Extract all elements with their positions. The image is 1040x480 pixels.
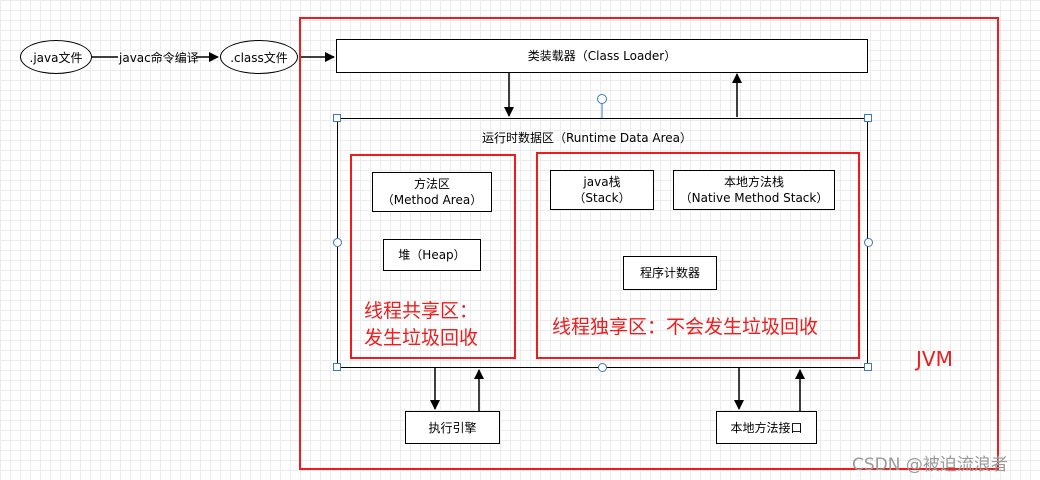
resize-handle-bottom-right[interactable] — [864, 363, 872, 371]
resize-handle-top-right[interactable] — [864, 114, 872, 122]
native-interface-box[interactable]: 本地方法接口 — [716, 411, 817, 444]
watermark: CSDN @被迫流浪者 — [852, 455, 1008, 475]
execution-engine-box[interactable]: 执行引擎 — [405, 411, 500, 444]
thread-shared-line2: 发生垃圾回收 — [364, 327, 479, 349]
native-method-stack-sublabel: （Native Method Stack） — [679, 191, 829, 205]
java-stack-label: java栈 — [583, 175, 621, 189]
java-stack-box[interactable]: java栈 （Stack） — [550, 170, 654, 210]
class-file-label: .class文件 — [230, 50, 288, 65]
java-stack-sublabel: （Stack） — [573, 191, 631, 205]
class-loader-label: 类装载器（Class Loader） — [527, 49, 677, 63]
jvm-label: JVM — [916, 347, 953, 371]
java-file-node[interactable]: .java文件 — [20, 40, 92, 74]
native-method-stack-label: 本地方法栈 — [723, 175, 784, 189]
thread-shared-region — [350, 154, 516, 359]
heap-box[interactable]: 堆（Heap） — [383, 239, 481, 271]
rotate-handle[interactable] — [597, 94, 607, 104]
native-method-stack-box[interactable]: 本地方法栈 （Native Method Stack） — [673, 170, 835, 210]
thread-private-annotation: 线程独享区：不会发生垃圾回收 — [552, 316, 819, 338]
thread-private-region — [536, 152, 860, 359]
program-counter-label: 程序计数器 — [639, 266, 700, 280]
javac-compile-label: javac命令编译 — [119, 51, 199, 65]
execution-engine-label: 执行引擎 — [428, 420, 477, 435]
method-area-label: 方法区 — [413, 177, 450, 191]
heap-label: 堆（Heap） — [398, 248, 466, 262]
thread-shared-annotation: 线程共享区： 发生垃圾回收 — [364, 298, 478, 352]
resize-handle-bottom-left[interactable] — [333, 363, 341, 371]
resize-handle-top-left[interactable] — [333, 114, 341, 122]
native-interface-label: 本地方法接口 — [730, 420, 803, 435]
class-loader-box[interactable]: 类装载器（Class Loader） — [336, 39, 868, 73]
runtime-data-area-title: 运行时数据区（Runtime Data Area） — [482, 131, 693, 145]
method-area-box[interactable]: 方法区 （Method Area） — [372, 172, 492, 212]
program-counter-box[interactable]: 程序计数器 — [623, 256, 717, 290]
thread-shared-line1: 线程共享区： — [364, 300, 479, 322]
resize-handle-left-mid[interactable] — [333, 238, 342, 247]
resize-handle-bottom-mid[interactable] — [598, 363, 607, 372]
jvm-frame — [299, 17, 999, 470]
class-file-node[interactable]: .class文件 — [220, 40, 298, 74]
method-area-sublabel: （Method Area） — [381, 193, 483, 207]
resize-handle-right-mid[interactable] — [864, 238, 873, 247]
java-file-label: .java文件 — [29, 50, 83, 65]
